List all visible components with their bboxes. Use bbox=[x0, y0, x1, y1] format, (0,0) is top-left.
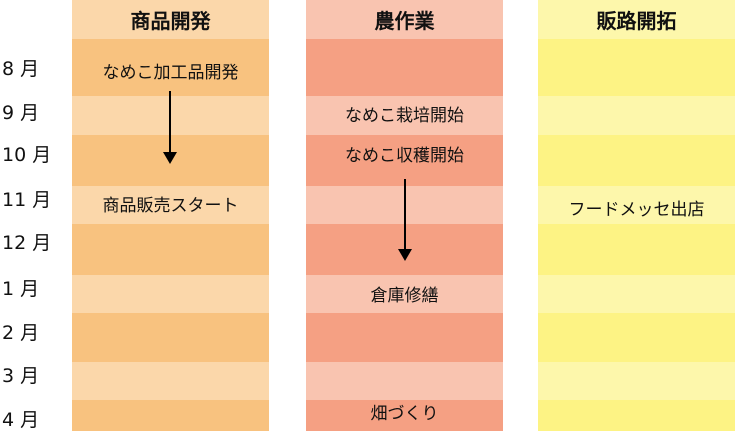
month-label: 1 月 bbox=[2, 278, 40, 300]
month-band bbox=[72, 275, 269, 313]
task-label: なめこ加工品開発 bbox=[102, 63, 239, 83]
month-band bbox=[538, 313, 735, 362]
month-label: 8 月 bbox=[2, 58, 40, 80]
month-band bbox=[538, 400, 735, 431]
month-band bbox=[72, 39, 269, 96]
task-label: 畑づくり bbox=[370, 404, 439, 424]
month-band bbox=[306, 96, 503, 135]
task-label: フードメッセ出店 bbox=[568, 200, 705, 220]
month-label: 4 月 bbox=[2, 409, 40, 431]
month-band bbox=[306, 135, 503, 186]
task-label: なめこ栽培開始 bbox=[345, 106, 464, 126]
month-band bbox=[306, 275, 503, 313]
month-band bbox=[538, 362, 735, 400]
column-header: 商品開発 bbox=[72, 0, 269, 39]
month-band bbox=[72, 362, 269, 400]
column-header: 農作業 bbox=[306, 0, 503, 39]
month-band bbox=[306, 39, 503, 96]
column-1: 農作業なめこ栽培開始なめこ収穫開始倉庫修繕畑づくり bbox=[306, 0, 503, 432]
month-band bbox=[538, 224, 735, 275]
month-band bbox=[538, 39, 735, 96]
month-band bbox=[306, 313, 503, 362]
month-band bbox=[538, 275, 735, 313]
column-2: 販路開拓フードメッセ出店 bbox=[538, 0, 735, 432]
month-label: 3 月 bbox=[2, 365, 40, 387]
task-label: なめこ収穫開始 bbox=[345, 146, 464, 166]
month-label: 10 月 bbox=[2, 144, 52, 166]
month-band bbox=[72, 313, 269, 362]
month-band bbox=[306, 400, 503, 431]
month-band bbox=[538, 186, 735, 224]
month-band bbox=[72, 400, 269, 431]
arrow-down-icon bbox=[163, 91, 177, 164]
column-0: 商品開発なめこ加工品開発商品販売スタート bbox=[72, 0, 269, 432]
month-label: 12 月 bbox=[2, 232, 52, 254]
month-band bbox=[72, 186, 269, 224]
month-band bbox=[306, 362, 503, 400]
task-label: 商品販売スタート bbox=[102, 196, 239, 216]
column-header: 販路開拓 bbox=[538, 0, 735, 39]
month-band bbox=[72, 224, 269, 275]
month-label: 2 月 bbox=[2, 322, 40, 344]
month-label: 11 月 bbox=[2, 189, 52, 211]
month-band bbox=[538, 96, 735, 135]
month-label: 9 月 bbox=[2, 102, 40, 124]
task-label: 倉庫修繕 bbox=[370, 286, 439, 306]
arrow-down-icon bbox=[398, 179, 412, 261]
month-band bbox=[538, 135, 735, 186]
